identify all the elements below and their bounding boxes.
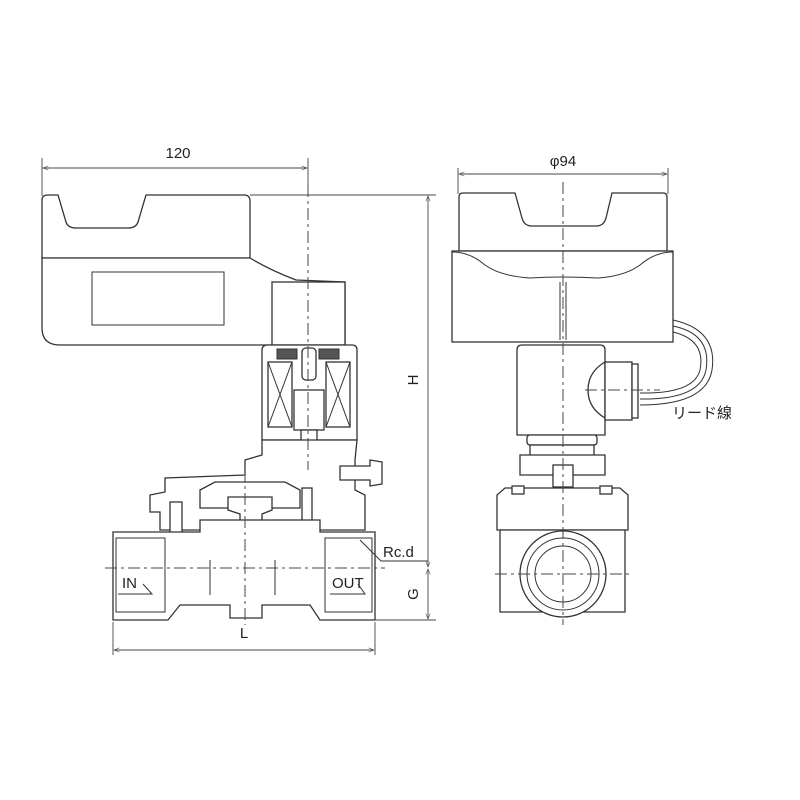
lead-wire: [639, 331, 702, 394]
lead-wire-label: リード線: [672, 404, 732, 422]
inlet-flow-mark: [118, 583, 154, 595]
lead-wire: [639, 325, 708, 400]
connector-block: [271, 281, 346, 346]
cover-contour: [451, 251, 674, 279]
outlet-label: OUT: [332, 575, 364, 592]
diaphragm: [199, 481, 301, 509]
actuator: [516, 344, 606, 436]
connector-end: [631, 363, 639, 419]
width-dimension-label: 120: [165, 145, 190, 162]
outlet-flow-mark: [330, 583, 366, 595]
lead-wire: [639, 319, 714, 406]
connector: [604, 361, 633, 421]
cover-split: [559, 282, 567, 340]
thread-label: Rc.d: [383, 544, 414, 561]
coil-cap: [318, 348, 340, 360]
valve-body: [112, 519, 376, 621]
fixed-core: [301, 347, 317, 381]
cover-top: [41, 194, 251, 259]
body-passage: [209, 560, 276, 595]
plunger-tube: [293, 389, 325, 431]
length-dimension-label: L: [240, 625, 248, 642]
bolt-head: [599, 485, 613, 495]
port-height-dimension-label: G: [405, 588, 422, 600]
coil-right-cross: [325, 361, 351, 428]
height-dimension-label: H: [405, 375, 422, 386]
coil-left-cross: [267, 361, 293, 428]
neck-ring: [526, 434, 598, 446]
side-view: φ94 リード線: [451, 153, 732, 625]
inlet-port: [115, 537, 166, 613]
inlet-label: IN: [122, 575, 137, 592]
thread-leader-line: [359, 539, 428, 562]
bolt-head: [511, 485, 525, 495]
front-view: 120 IN: [41, 145, 436, 655]
coil-cap: [276, 348, 298, 360]
manual-override: [339, 459, 383, 487]
diameter-dimension-label: φ94: [550, 153, 576, 170]
cover-cap: [458, 192, 668, 252]
nameplate: [91, 271, 225, 326]
outlet-port: [324, 537, 373, 613]
